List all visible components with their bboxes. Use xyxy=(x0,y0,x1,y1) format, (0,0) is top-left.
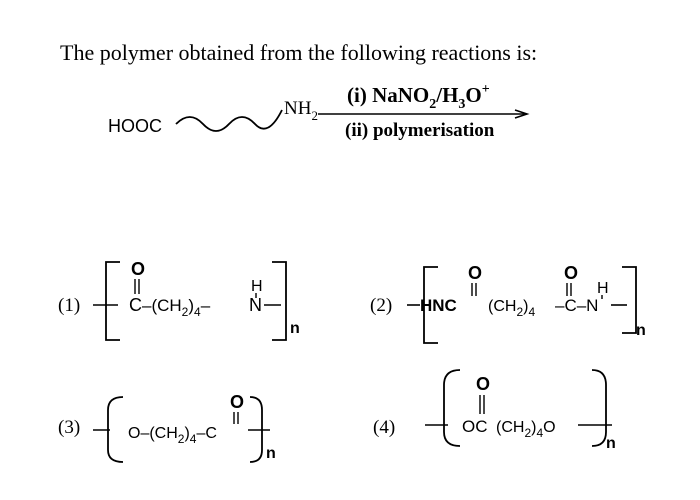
option-2[interactable]: (2) HNC O (CH2)4 –C–N O H n xyxy=(370,263,646,344)
option-3[interactable]: (3) O–(CH2)4–C O n xyxy=(58,392,276,463)
option-1-label: (1) xyxy=(58,295,80,316)
option-1-hydrogen: H xyxy=(251,278,263,295)
option-4-carbonyl-o: O xyxy=(476,374,490,394)
option-3-bracket-right xyxy=(249,396,263,463)
option-1-repeat-n: n xyxy=(290,320,300,337)
option-1-chain: –(CH2)4– xyxy=(142,296,211,319)
option-1-carbon: C xyxy=(129,295,142,315)
reaction-arrow-head xyxy=(514,109,530,119)
option-3-bracket-left xyxy=(107,396,124,463)
option-2-hydrogen: H xyxy=(597,280,609,297)
option-4-group-left: OC xyxy=(462,417,488,436)
option-2-bracket-left xyxy=(423,266,438,344)
option-4-label: (4) xyxy=(373,417,395,438)
alkyl-chain-zigzag xyxy=(175,109,283,132)
option-1[interactable]: (1) O C –(CH2)4– H N n xyxy=(58,259,300,341)
reaction-scheme: HOOC NH2 (i) NaNO2/H3O+ (ii) polymerisat… xyxy=(108,82,530,141)
option-2-group-right: –C–N xyxy=(555,296,598,315)
option-1-bracket-left xyxy=(105,261,120,341)
option-2-label: (2) xyxy=(370,295,392,316)
option-3-carbonyl-o: O xyxy=(230,392,244,412)
option-2-carbonyl-o-left: O xyxy=(468,263,482,283)
option-2-group-left: HNC xyxy=(420,296,457,315)
option-2-bracket-right xyxy=(622,266,637,334)
option-4-bracket-left xyxy=(443,369,461,447)
reactant-hooc: HOOC xyxy=(108,116,162,136)
option-4-chain: (CH2)4O xyxy=(496,419,556,440)
option-4[interactable]: (4) OC O (CH2)4O n xyxy=(373,369,616,452)
option-2-chain: (CH2)4 xyxy=(488,298,535,319)
option-1-carbonyl-o: O xyxy=(131,259,145,279)
reagent-line-2: (ii) polymerisation xyxy=(345,120,495,141)
option-2-carbonyl-o-right: O xyxy=(564,263,578,283)
reagent-line-1: (i) NaNO2/H3O+ xyxy=(347,82,490,112)
option-1-bracket-right xyxy=(272,261,287,341)
option-3-repeat-n: n xyxy=(266,445,276,462)
option-4-repeat-n: n xyxy=(606,435,616,452)
option-3-label: (3) xyxy=(58,417,80,438)
option-2-repeat-n: n xyxy=(636,322,646,339)
reactant-nh2: NH2 xyxy=(284,98,318,123)
option-1-nitrogen: N xyxy=(249,295,262,315)
question-text: The polymer obtained from the following … xyxy=(60,40,538,65)
option-3-chain: O–(CH2)4–C xyxy=(128,425,217,446)
option-4-bracket-right xyxy=(591,369,607,447)
